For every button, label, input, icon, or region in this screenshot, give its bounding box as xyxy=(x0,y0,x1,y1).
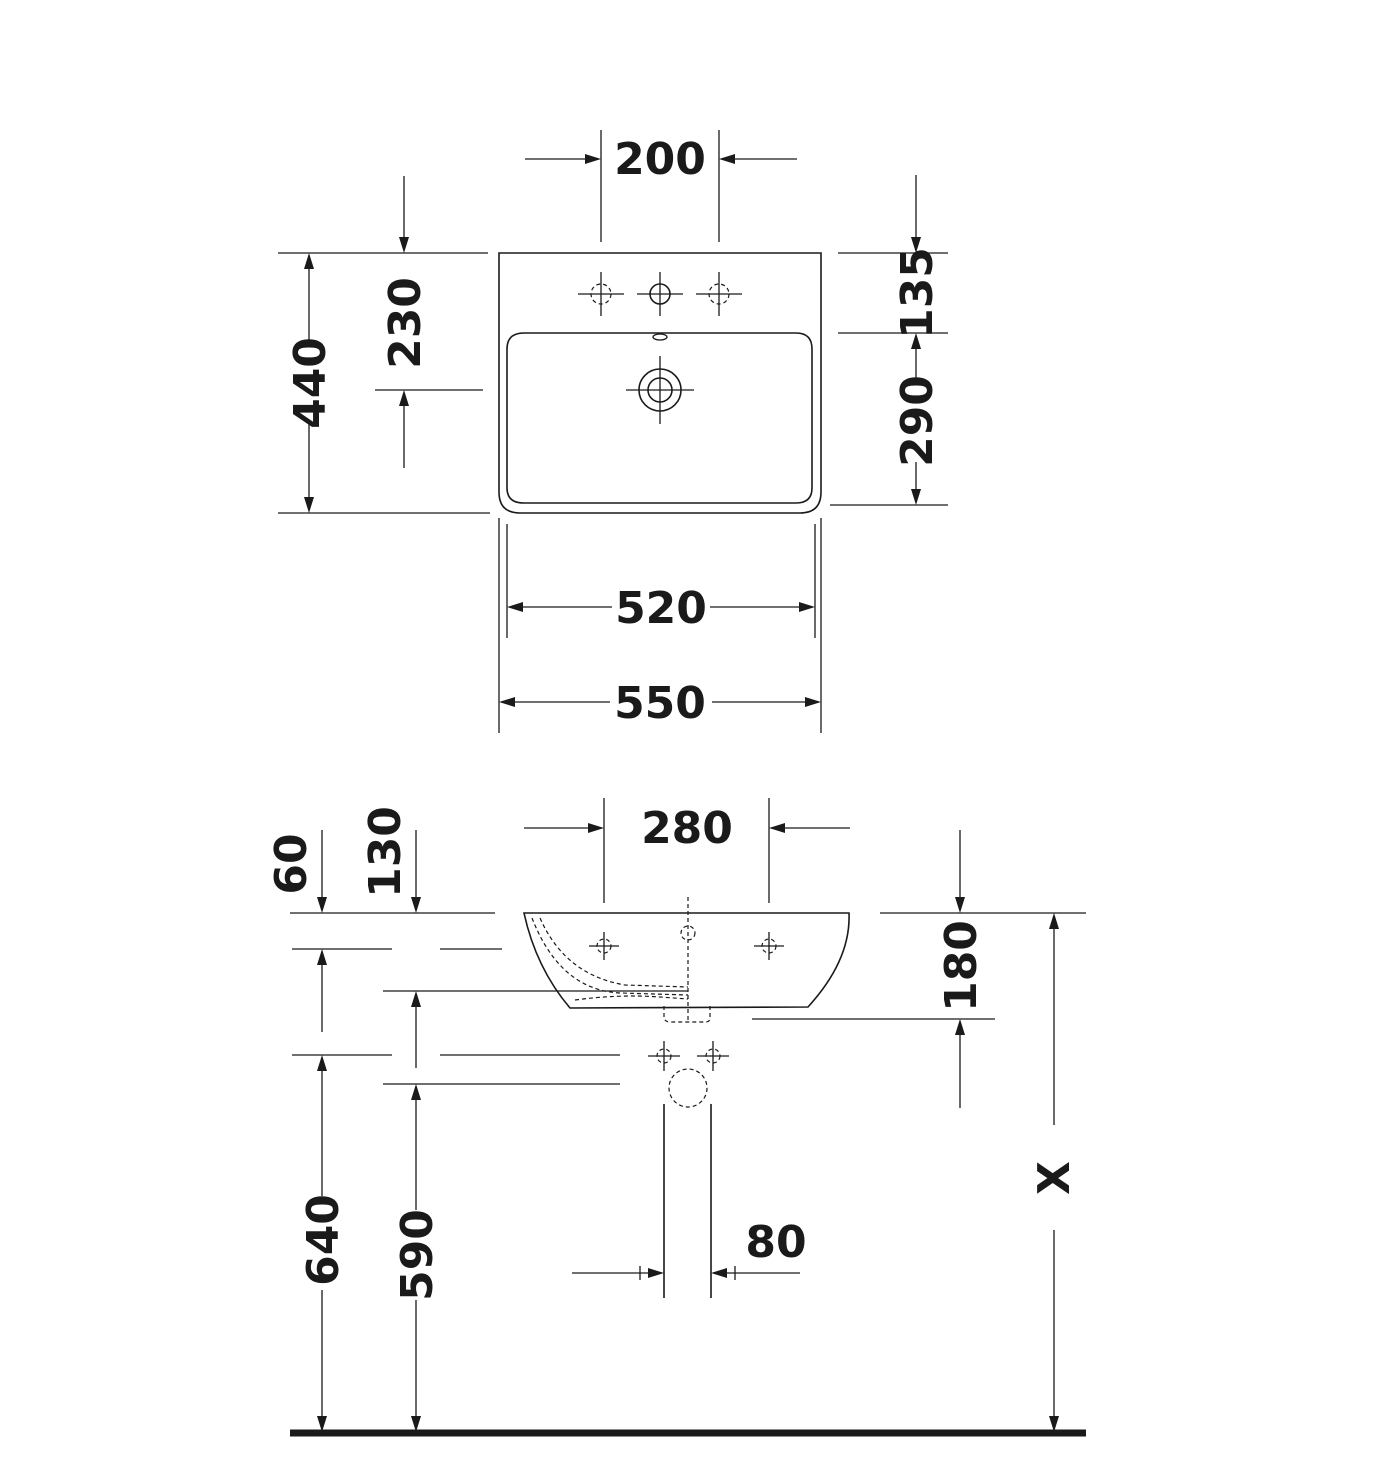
basin-outline-side xyxy=(523,912,850,1009)
dim-520-group: 520 xyxy=(506,524,816,638)
dim-520-label: 520 xyxy=(615,583,707,634)
dim-135-group: 135 xyxy=(838,175,948,339)
dim-280-label: 280 xyxy=(641,803,733,854)
dim-280-group: 280 xyxy=(524,798,850,903)
dim-640-group: 640 xyxy=(298,1055,349,1432)
side-view-elevation: 280 60 130 xyxy=(266,798,1086,1437)
tap-hole-left xyxy=(578,272,624,316)
dim-590-label: 590 xyxy=(392,1209,443,1301)
dim-440-group: 440 xyxy=(278,252,490,514)
dim-80-label: 80 xyxy=(745,1217,806,1268)
dim-550-group: 550 xyxy=(498,518,822,733)
dim-130-group: 130 xyxy=(360,806,421,1068)
basin-outline-plan xyxy=(498,252,822,514)
dim-180-group: 180 xyxy=(936,830,987,1108)
dim-230-group: 230 xyxy=(375,176,483,468)
dim-200-label: 200 xyxy=(614,134,706,185)
dim-x-label: X xyxy=(1029,1161,1080,1195)
dim-640-label: 640 xyxy=(298,1194,349,1286)
top-view-plan: 200 440 230 135 xyxy=(278,130,948,733)
dim-80-group: 80 xyxy=(572,1217,807,1280)
tap-hole-right xyxy=(696,272,742,316)
waste-outlet-plan xyxy=(626,356,694,424)
dim-230-label: 230 xyxy=(380,277,431,369)
dim-60-label: 60 xyxy=(266,833,317,894)
dim-440-label: 440 xyxy=(285,337,336,429)
dim-200-group: 200 xyxy=(525,130,797,242)
fixing-hole-left xyxy=(589,932,619,960)
siphon-trap xyxy=(668,1068,708,1108)
bowl-profile-dashed xyxy=(531,917,689,996)
dim-290-label: 290 xyxy=(892,375,943,467)
dim-290-group: 290 xyxy=(830,333,948,506)
dim-x-group: X xyxy=(1029,913,1080,1432)
dim-550-label: 550 xyxy=(614,678,706,729)
dim-135-label: 135 xyxy=(892,247,943,339)
overflow-slot xyxy=(652,333,668,341)
supply-valves xyxy=(648,1041,729,1071)
dim-130-label: 130 xyxy=(360,806,411,898)
dim-60-group: 60 xyxy=(266,830,327,1032)
bowl-outline-plan xyxy=(506,332,813,504)
tap-hole-center xyxy=(637,272,683,316)
dim-180-label: 180 xyxy=(936,920,987,1012)
dim-590-group: 590 xyxy=(392,1084,443,1432)
fixing-hole-right xyxy=(754,932,784,960)
